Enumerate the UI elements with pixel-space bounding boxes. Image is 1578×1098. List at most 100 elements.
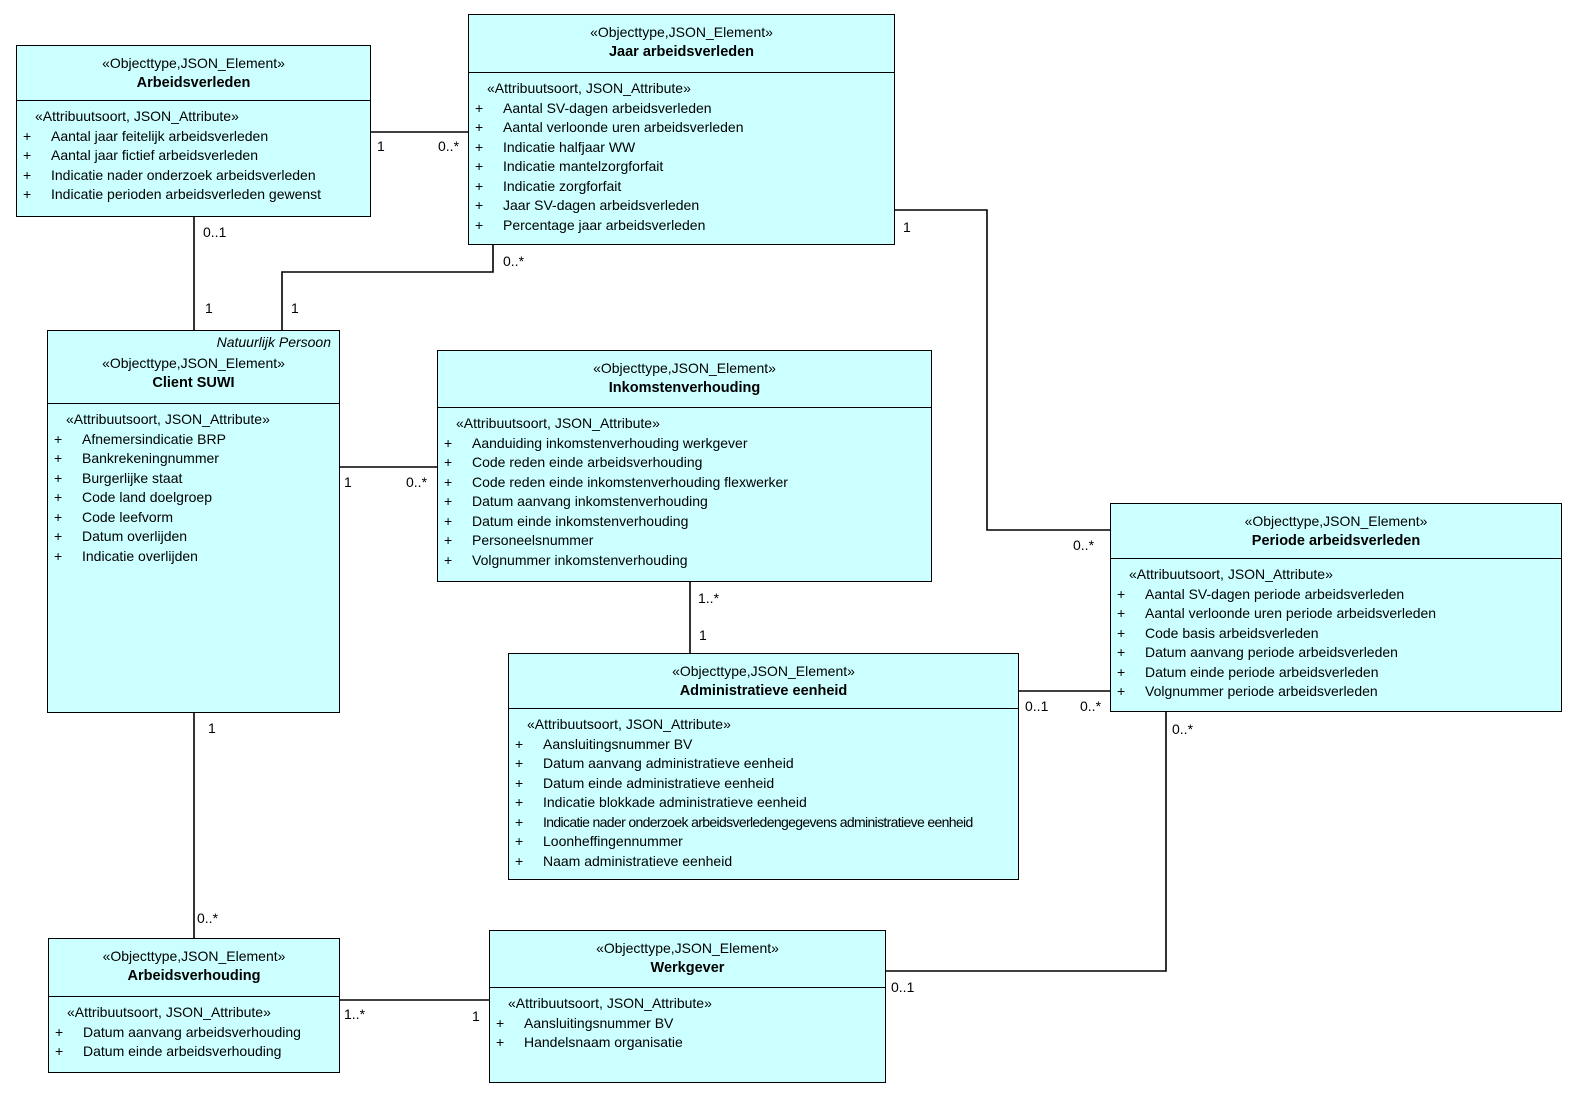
attribute-name: Code leefvorm [82,508,174,525]
attribute-name: Aantal verloonde uren periode arbeidsver… [1145,605,1437,621]
class-title-compartment: «Objecttype,JSON_Element» Arbeidsverlede… [17,46,370,101]
visibility-symbol: + [444,512,453,529]
class-box-werkgever[interactable]: «Objecttype,JSON_Element» Werkgever «Att… [489,930,886,1083]
visibility-symbol: + [54,489,63,505]
attribute-row: + Datum einde periode arbeidsverleden [1111,663,1561,683]
visibility-symbol: + [444,473,453,490]
class-box-periode-arbeidsverleden[interactable]: «Objecttype,JSON_Element» Periode arbeid… [1110,503,1562,712]
multiplicity-label: 0..* [438,138,460,154]
attribute-row: +Datum einde inkomstenverhouding [438,512,931,532]
visibility-symbol: + [444,532,453,548]
attribute-row: +Jaar SV-dagen arbeidsverleden [469,196,894,216]
attribute-row: +Aantal jaar feitelijk arbeidsverleden [17,127,370,147]
class-title-compartment: Natuurlijk Persoon «Objecttype,JSON_Elem… [48,331,339,404]
attribute-row: +Indicatie nader onderzoek arbeidsverled… [509,813,1018,833]
attribute-row: +Volgnummer periode arbeidsverleden [1111,682,1561,702]
attribute-row: +Datum aanvang arbeidsverhouding [49,1023,339,1043]
attribute-name: Indicatie perioden arbeidsverleden gewen… [51,186,322,202]
visibility-symbol: + [496,1034,505,1050]
attribute-name: Aanduiding inkomstenverhouding werkgever [472,434,748,451]
class-box-jaar-arbeidsverleden[interactable]: «Objecttype,JSON_Element» Jaar arbeidsve… [468,14,895,245]
attribute-stereotype: «Attribuutsoort, JSON_Attribute» [66,411,270,427]
attribute-row: +Aantal verloonde uren arbeidsverleden [469,118,894,138]
attribute-row: +Code reden einde arbeidsverhouding [438,453,931,473]
visibility-symbol: + [475,197,484,213]
visibility-symbol: + [54,508,63,525]
attribute-name: Datum einde periode arbeidsverleden [1145,663,1379,680]
attribute-name: Datum aanvang inkomstenverhouding [472,493,708,509]
visibility-symbol: + [475,138,484,155]
connection-jaar-arbeidsverleden-client-suwi [281,245,494,330]
attribute-name: Aansluitingsnummer BV [543,735,693,752]
attribute-name: Loonheffingennummer [543,833,683,849]
attribute-row: + Datum overlijden [48,527,339,547]
attribute-row: +Indicatie halfjaar WW [469,138,894,158]
attribute-name: Indicatie nader onderzoek arbeidsverlede… [543,813,973,830]
attribute-name: Datum overlijden [82,528,188,544]
attribute-row: +Naam administratieve eenheid [509,852,1018,872]
attribute-stereotype: «Attribuutsoort, JSON_Attribute» [487,80,691,96]
class-box-arbeidsverleden[interactable]: «Objecttype,JSON_Element» Arbeidsverlede… [16,45,371,217]
multiplicity-label: 1..* [344,1006,366,1022]
class-stereotype: «Objecttype,JSON_Element» [1244,513,1428,529]
attribute-name: Code reden einde arbeidsverhouding [472,454,703,470]
class-box-inkomstenverhouding[interactable]: «Objecttype,JSON_Element» Inkomstenverho… [437,350,932,582]
attribute-name: Handelsnaam organisatie [524,1034,683,1050]
attribute-name: Aantal SV-dagen arbeidsverleden [503,99,712,116]
class-name: Jaar arbeidsverleden [608,44,755,60]
attribute-name: Personeelsnummer [472,532,594,548]
class-attributes-compartment: «Attribuutsoort, JSON_Attribute» +Aanslu… [490,988,885,1082]
class-box-client-suwi[interactable]: Natuurlijk Persoon «Objecttype,JSON_Elem… [47,330,340,713]
visibility-symbol: + [54,469,63,486]
class-box-administratieve-eenheid[interactable]: «Objecttype,JSON_Element» Administratiev… [508,653,1019,880]
attribute-row: +Afnemersindicatie BRP [48,430,339,450]
attribute-row: +Code reden einde inkomstenverhouding fl… [438,473,931,493]
attribute-row: + Aansluitingsnummer BV [509,735,1018,755]
visibility-symbol: + [1117,663,1126,680]
attribute-row: +Indicatie overlijden [48,547,339,567]
visibility-symbol: + [515,735,524,752]
visibility-symbol: + [54,450,63,466]
multiplicity-label: 1 [903,219,911,235]
class-title-compartment: «Objecttype,JSON_Element» Arbeidsverhoud… [49,939,339,997]
visibility-symbol: + [55,1043,64,1059]
attribute-name: Aantal verloonde uren arbeidsverleden [503,119,744,135]
attribute-name: Burgerlijke staat [82,469,183,486]
class-stereotype: «Objecttype,JSON_Element» [102,55,285,71]
visibility-symbol: + [1117,585,1126,602]
visibility-symbol: + [515,755,524,771]
multiplicity-label: 0..1 [1025,698,1049,714]
attribute-row: + Personeelsnummer [438,531,931,551]
visibility-symbol: + [54,547,63,564]
class-box-arbeidsverhouding[interactable]: «Objecttype,JSON_Element» Arbeidsverhoud… [48,938,340,1073]
attribute-stereotype: «Attribuutsoort, JSON_Attribute» [527,716,731,732]
attribute-row: + Code basis arbeidsverleden [1111,624,1561,644]
attribute-row: + Datum aanvang administratieve eenheid [509,754,1018,774]
class-title-compartment: «Objecttype,JSON_Element» Werkgever [490,931,885,988]
multiplicity-label: 1 [699,627,707,643]
visibility-symbol: + [475,177,484,194]
attribute-name: Code land doelgroep [82,489,212,505]
attribute-row: +Indicatie blokkade administratieve eenh… [509,793,1018,813]
attribute-name: Naam administratieve eenheid [543,852,733,869]
visibility-symbol: + [444,434,453,451]
visibility-symbol: + [475,216,484,233]
attribute-row: + Code leefvorm [48,508,339,528]
attribute-row: + Percentage jaar arbeidsverleden [469,216,894,236]
visibility-symbol: + [444,493,453,509]
class-stereotype: «Objecttype,JSON_Element» [596,940,779,956]
attribute-name: Datum aanvang administratieve eenheid [543,755,794,771]
multiplicity-label: 1..* [698,590,720,606]
attribute-name: Aansluitingsnummer BV [524,1014,674,1031]
attribute-name: Code basis arbeidsverleden [1145,624,1319,641]
visibility-symbol: + [23,147,32,163]
attribute-row: +Datum einde administratieve eenheid [509,774,1018,794]
class-title-compartment: «Objecttype,JSON_Element» Administratiev… [509,654,1018,709]
class-stereotype: «Objecttype,JSON_Element» [102,948,286,964]
multiplicity-label: 0..* [1172,721,1194,737]
attribute-name: Percentage jaar arbeidsverleden [503,216,706,233]
visibility-symbol: + [1117,624,1126,641]
visibility-symbol: + [54,528,63,544]
